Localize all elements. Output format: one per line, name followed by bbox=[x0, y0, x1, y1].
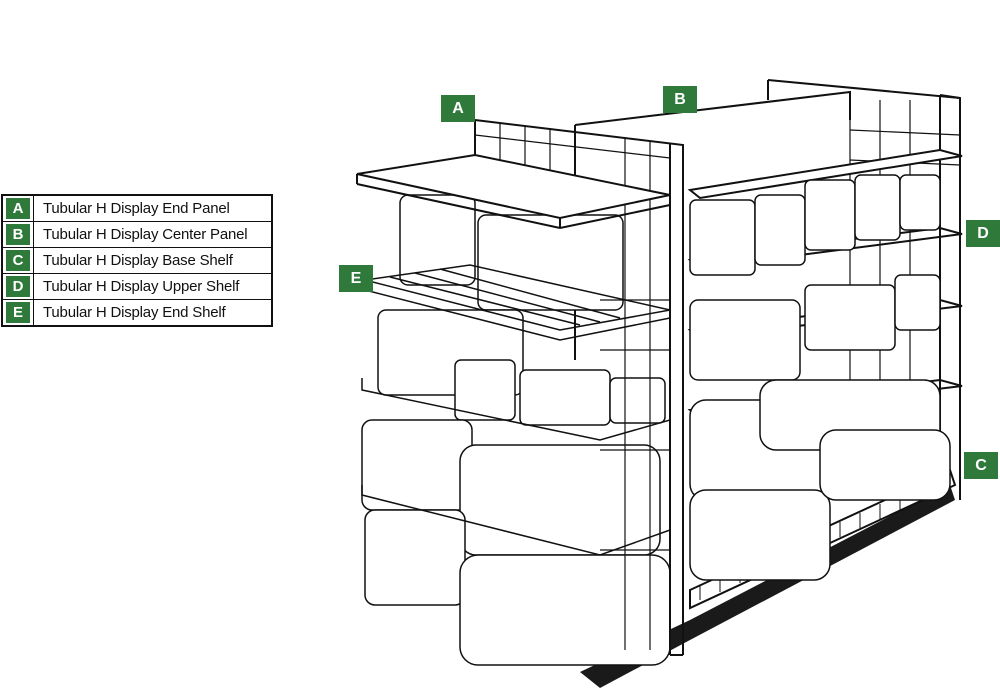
legend-key-b: B bbox=[6, 224, 30, 245]
legend-key-a: A bbox=[6, 198, 30, 219]
stacked-towels bbox=[361, 174, 951, 666]
callout-c: C bbox=[964, 452, 998, 479]
callout-d: D bbox=[966, 220, 1000, 247]
legend-key-d: D bbox=[6, 276, 30, 297]
legend-row: D Tubular H Display Upper Shelf bbox=[1, 273, 273, 300]
legend-key-c: C bbox=[6, 250, 30, 271]
legend-label-b: Tubular H Display Center Panel bbox=[33, 221, 273, 248]
legend-row: B Tubular H Display Center Panel bbox=[1, 221, 273, 248]
callout-e: E bbox=[339, 265, 373, 292]
legend-label-e: Tubular H Display End Shelf bbox=[33, 299, 273, 327]
legend-label-a: Tubular H Display End Panel bbox=[33, 194, 273, 222]
top-end-shelf bbox=[356, 153, 671, 220]
floor-shadow bbox=[580, 485, 955, 688]
legend-row: C Tubular H Display Base Shelf bbox=[1, 247, 273, 274]
legend-row: A Tubular H Display End Panel bbox=[1, 194, 273, 222]
callout-b: B bbox=[663, 86, 697, 113]
end-panel bbox=[474, 119, 684, 656]
legend-table: A Tubular H Display End Panel B Tubular … bbox=[1, 194, 273, 327]
legend-key-e: E bbox=[6, 302, 30, 323]
wire-end-shelf-lower bbox=[361, 378, 671, 556]
legend-label-d: Tubular H Display Upper Shelf bbox=[33, 273, 273, 300]
legend-row: E Tubular H Display End Shelf bbox=[1, 299, 273, 327]
legend-label-c: Tubular H Display Base Shelf bbox=[33, 247, 273, 274]
callout-a: A bbox=[441, 95, 475, 122]
